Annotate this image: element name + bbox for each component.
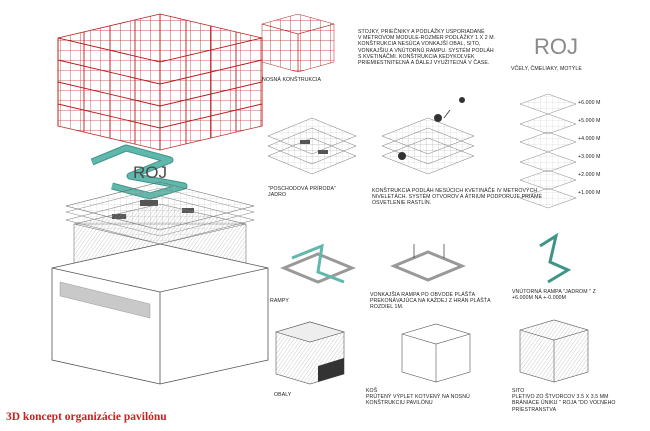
ramps-label: RAMPY <box>270 298 289 304</box>
tree-icon <box>398 152 406 160</box>
arrow-icon <box>443 109 451 119</box>
roj-right-subtitle: VČELY, ČMELIAKY, MOTÝLE <box>511 66 582 72</box>
roj-right-title: ROJ <box>534 34 578 59</box>
shells-sito: SITO PLETIVO ZO ŠTVORCOV 3.5 X 3.5 mm BR… <box>512 388 616 413</box>
level-3: +3.000 m <box>578 154 601 160</box>
ramp-inner-thumb <box>390 244 466 282</box>
ramp-core-thumb <box>539 232 572 284</box>
figure-caption: 3D koncept organizácie pavilónu <box>6 411 167 423</box>
shell-kos-thumb <box>274 321 346 385</box>
level-5: +5.000 m <box>578 118 601 124</box>
core-label: "POSCHODOVÁ PRÍRODA" JADRO <box>268 186 336 199</box>
shell-bare-thumb <box>401 323 471 383</box>
shell-sito-thumb <box>519 319 589 383</box>
structure-label: NOSNÁ KONŠTRUKCIA <box>262 77 322 83</box>
level-2: +2.000 m <box>578 172 601 178</box>
ramps-description: VONKAJŠIA RAMPA PO OBVODE PLÁŠŤA PREKONÁ… <box>370 292 491 311</box>
shells-kos: KOŠ PRÚTENÝ VÝPLET KOTVENÝ NA NOSNÚ KONŠ… <box>366 388 470 407</box>
shells-label: OBALY <box>274 392 292 398</box>
structure-description: STOJKY, PRIEČNIKY A PODLÁŽKY USPORIADANÉ… <box>358 29 496 67</box>
tree-icon <box>434 114 442 122</box>
core-description: KONŠTRUKCIA PODLÁH NESÚCICH KVETINÁČE IV… <box>372 188 543 207</box>
ramp-outer-thumb <box>280 243 356 284</box>
level-4: +4.000 m <box>578 136 601 142</box>
level-1: +1.000 m <box>578 190 601 196</box>
sun-icon <box>459 97 465 103</box>
roj-main-title: ROJ <box>133 163 167 182</box>
core-levels-thumb-1 <box>267 117 357 175</box>
outer-shell <box>51 243 269 385</box>
structure-cube-small <box>261 13 335 73</box>
level-6: +6.000 m <box>578 100 601 106</box>
ramps-inner: VNÚTORNÁ RAMPA "JADROM " Z +6.000m NA +-… <box>512 289 596 302</box>
level-stack <box>519 93 577 209</box>
core-levels-thumb-2 <box>381 97 475 175</box>
structure-cube-large <box>57 13 263 151</box>
